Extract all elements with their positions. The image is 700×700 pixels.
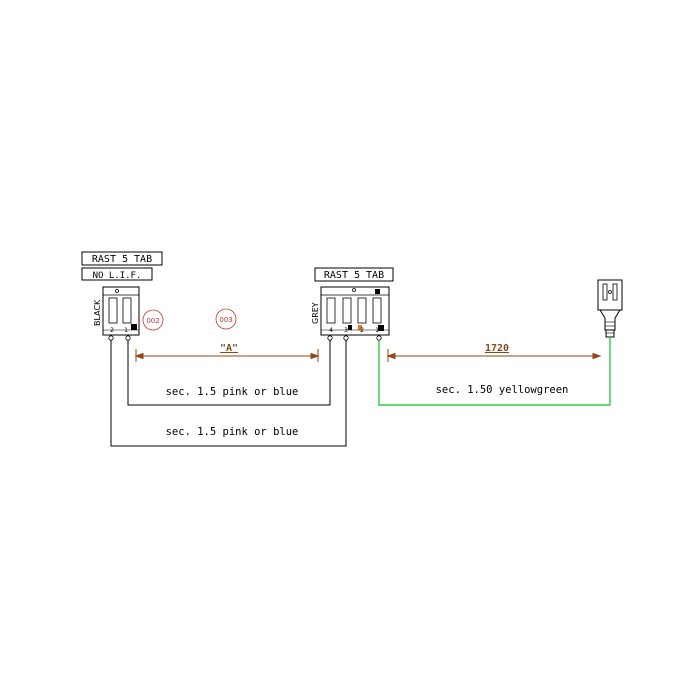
connector-left-title: RAST 5 TAB [92,254,152,265]
dimension-a-label: "A" [220,343,238,354]
connector-right-title: RAST 5 TAB [324,270,384,281]
ref-002: 002 [142,309,164,331]
connector-right-pin [327,335,333,341]
wire-lower-black [110,340,347,447]
dimension-1720 [386,349,602,362]
connector-left-pin [125,335,131,341]
connector-right-pin [376,335,382,341]
wire-green-label: sec. 1.50 yellowgreen [436,384,569,396]
ref-003: 003 [215,308,237,330]
connector-right-slot [342,297,352,324]
connector-right-slot [357,297,367,324]
wire-upper-black-label: sec. 1.5 pink or blue [166,386,299,398]
connector-left-title-box [81,251,163,266]
connector-right-pin-label: 3 [344,327,348,334]
connector-right-color: GREY [311,302,320,324]
connector-right: RAST 5 TAB 4 3 2 1 GREY [311,267,394,341]
connector-left-subtitle-box [81,267,153,281]
connector-right-slot [372,297,382,324]
wire-lower-black-label: sec. 1.5 pink or blue [166,426,299,438]
ref-003-label: 003 [219,316,232,324]
connector-left-pin-label: 2 [110,327,114,334]
connector-right-pin-label: 1 [375,327,379,334]
connector-right-slot [326,297,336,324]
connector-left-color: BLACK [93,299,102,326]
wire-upper-black [127,340,331,406]
connector-left-subtitle: NO L.I.F. [93,271,142,281]
wire-green [378,337,611,406]
ref-002-label: 002 [146,317,159,325]
connector-right-pin-label: 4 [329,327,333,334]
connector-left-pin-label: 1 [124,327,128,334]
connector-right-pin-label: 2 [360,327,364,334]
connector-left: RAST 5 TAB NO L.I.F. 2 1 BLACK [81,251,163,341]
connector-left-slot [122,297,132,324]
faston-terminal-icon [597,279,623,338]
connector-right-pin [343,335,349,341]
dimension-1720-label: 1720 [485,343,509,354]
dimension-a [134,349,320,362]
connector-left-pin [108,335,114,341]
connector-right-title-box [314,267,394,282]
connector-left-slot [108,297,118,324]
